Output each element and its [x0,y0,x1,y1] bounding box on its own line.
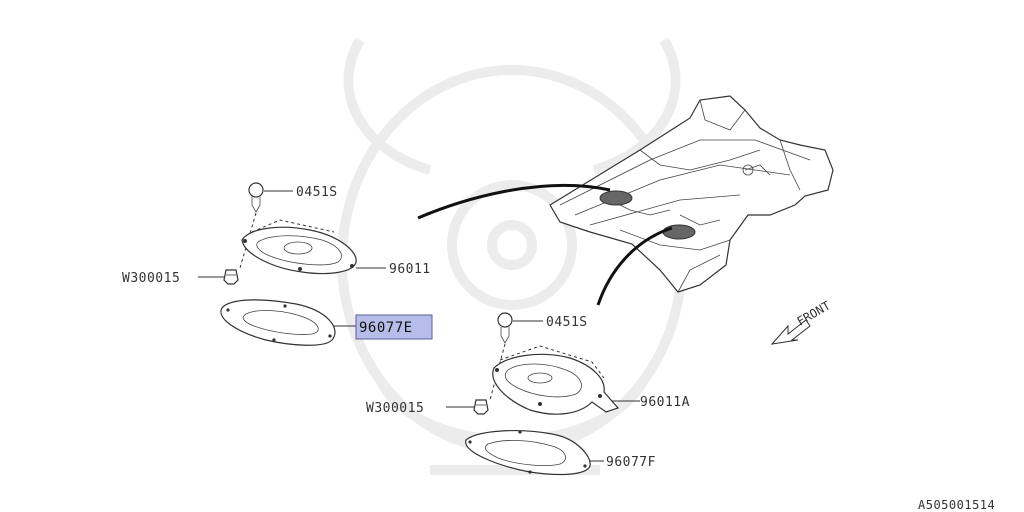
part-label-96077e[interactable]: 96077E [359,320,413,336]
cover-left [241,219,357,275]
front-direction-label: FRONT [795,298,833,328]
part-label-0451s-right[interactable]: 0451S [546,315,588,330]
part-label-w300015-right[interactable]: W300015 [366,401,424,416]
leader-arc-right [596,226,673,306]
clip-left [223,269,239,285]
diagram-reference-code: A505001514 [918,498,995,512]
clip-right [473,399,489,415]
front-direction-arrow [770,319,811,345]
leader-arc-left [417,183,611,220]
part-label-96011[interactable]: 96011 [389,262,431,277]
part-label-96077f[interactable]: 96077F [606,455,656,470]
bolt-left [248,182,264,213]
bolt-right [497,312,513,344]
part-label-w300015-left[interactable]: W300015 [122,271,180,286]
floor-panel-assembly [549,95,834,293]
highlight-box-96077e [355,314,433,340]
cover-right [492,345,620,415]
gasket-left [220,299,336,346]
part-label-96011a[interactable]: 96011A [640,395,690,410]
gasket-right [465,430,591,476]
part-label-0451s-left[interactable]: 0451S [296,185,338,200]
